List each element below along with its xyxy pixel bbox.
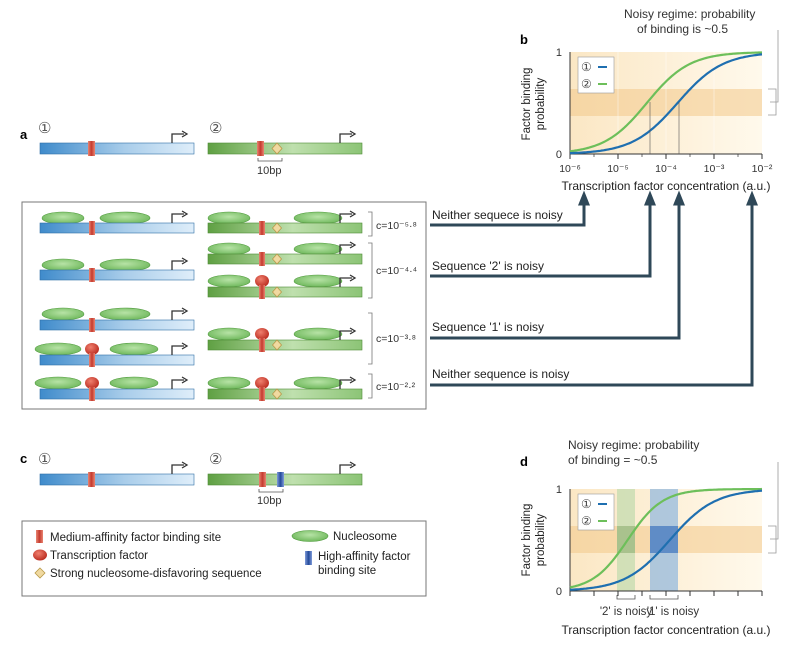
tss-arrow: [171, 130, 188, 144]
callouts: Neither sequece is noisy Sequence '2' is…: [430, 190, 758, 387]
callout-arrow: [430, 190, 656, 278]
callout-1: Neither sequece is noisy: [432, 208, 563, 222]
panel-b-xlabel: Transcription factor concentration (a.u.…: [562, 179, 771, 193]
row-1: c=10⁻⁵·⁸: [39, 210, 417, 237]
xtick: 10⁻⁶: [559, 163, 581, 175]
callout-arrow: [430, 190, 685, 340]
key-nucleosome: Nucleosome: [333, 531, 397, 543]
ytick-top: 1: [556, 47, 562, 59]
seq2-number: ②: [209, 120, 222, 137]
callout-4: Neither sequence is noisy: [432, 367, 569, 381]
conc-label-4: c=10⁻²·²: [376, 381, 416, 393]
panel-d-label: d: [520, 454, 528, 469]
row-2: c=10⁻⁴·⁴: [39, 241, 417, 299]
dna-seq2: [207, 130, 363, 156]
nucleosome: [41, 211, 85, 225]
panel-a-label: a: [20, 127, 28, 142]
seq2-number: ②: [209, 451, 222, 468]
tss-arrow: [339, 130, 356, 144]
panel-b: b Noisy regime: probability of binding i…: [520, 7, 779, 193]
noisy-2-label: '2' is noisy: [600, 606, 653, 618]
panel-b-label: b: [520, 32, 528, 47]
key-tf: Transcription factor: [50, 550, 148, 562]
nucleosome: [99, 211, 151, 225]
key-medium-site-swatch: [36, 530, 43, 543]
disfavoring-diamond: [271, 142, 283, 155]
seq1-number: ①: [38, 120, 51, 137]
dna-seq1: [39, 130, 195, 156]
xtick: 10⁻⁴: [655, 163, 677, 175]
panel-b-ylabel-line2: probability: [535, 78, 547, 131]
callout-2: Sequence '2' is noisy: [432, 259, 544, 273]
panel-c-label: c: [20, 451, 27, 466]
callout-3: Sequence '1' is noisy: [432, 320, 544, 334]
panel-d-xlabel: Transcription factor concentration (a.u.…: [562, 623, 771, 637]
curve-seq2: [569, 51, 762, 153]
transcription-factor: [255, 275, 269, 287]
callout-arrow: [430, 190, 590, 227]
high-affinity-site: [277, 472, 284, 487]
scale-label: 10bp: [257, 495, 281, 507]
legend-b: ① ②: [577, 56, 615, 94]
curve-seq1: [570, 53, 763, 155]
row-4: c=10⁻²·²: [34, 373, 416, 401]
legend-seq1: ①: [581, 497, 592, 511]
panel-c: c ① ② 10bp: [20, 451, 363, 507]
panel-d-ylabel-line1: Factor binding: [521, 504, 533, 577]
scale-label: 10bp: [257, 165, 281, 177]
conc-label-1: c=10⁻⁵·⁸: [376, 220, 417, 232]
curve-seq1: [569, 489, 763, 591]
panel-d: d Noisy regime: probability of binding =…: [520, 438, 779, 637]
scale-bracket: [257, 158, 283, 162]
key-high-site-swatch: [305, 551, 312, 565]
concentration-box: c=10⁻⁵·⁸ c=10⁻⁴·⁴: [21, 201, 427, 410]
medium-site: [88, 141, 95, 156]
noisy-1-label: '1' is noisy: [647, 606, 700, 618]
key-high-site-line1: High-affinity factor: [318, 551, 411, 563]
key-diamond-swatch: [34, 567, 46, 579]
legend-seq2: ②: [581, 514, 592, 528]
panel-d-ylabel-line2: probability: [535, 514, 547, 567]
xtick: 10⁻⁵: [607, 163, 629, 175]
ytick-bottom: 0: [556, 586, 562, 598]
row-3: c=10⁻³·⁸: [34, 307, 416, 367]
medium-site: [257, 141, 264, 156]
curve-seq2: [569, 487, 763, 589]
key-high-site-line2: binding site: [318, 565, 376, 577]
xtick: 10⁻²: [752, 163, 773, 175]
legend-seq2: ②: [581, 77, 592, 91]
key-tf-swatch: [33, 549, 47, 561]
panel-a: a ① ② 10bp: [20, 120, 363, 177]
panel-d-note-line2: of binding = ~0.5: [568, 453, 658, 467]
panel-d-note-line1: Noisy regime: probability: [568, 438, 699, 452]
key-box: Medium-affinity factor binding site Tran…: [21, 520, 427, 597]
nucleosome: [293, 211, 343, 225]
callout-arrow: [430, 190, 758, 387]
ytick-bottom: 0: [556, 149, 562, 161]
seq1-number: ①: [38, 451, 51, 468]
key-disfavoring: Strong nucleosome-disfavoring sequence: [50, 568, 262, 580]
panel-b-note-line1: Noisy regime: probability: [624, 7, 755, 21]
conc-label-3: c=10⁻³·⁸: [376, 333, 416, 345]
nucleosome: [207, 211, 251, 225]
legend-seq1: ①: [581, 60, 592, 74]
panel-b-note-line2: of binding is ~0.5: [637, 22, 728, 36]
ytick-top: 1: [556, 484, 562, 496]
key-medium-site: Medium-affinity factor binding site: [50, 532, 221, 544]
conc-label-2: c=10⁻⁴·⁴: [376, 265, 417, 277]
legend-d: ① ②: [577, 493, 615, 531]
xtick: 10⁻³: [704, 163, 725, 175]
panel-b-ylabel-line1: Factor binding: [521, 68, 533, 141]
key-nucleosome-swatch: [291, 530, 329, 542]
